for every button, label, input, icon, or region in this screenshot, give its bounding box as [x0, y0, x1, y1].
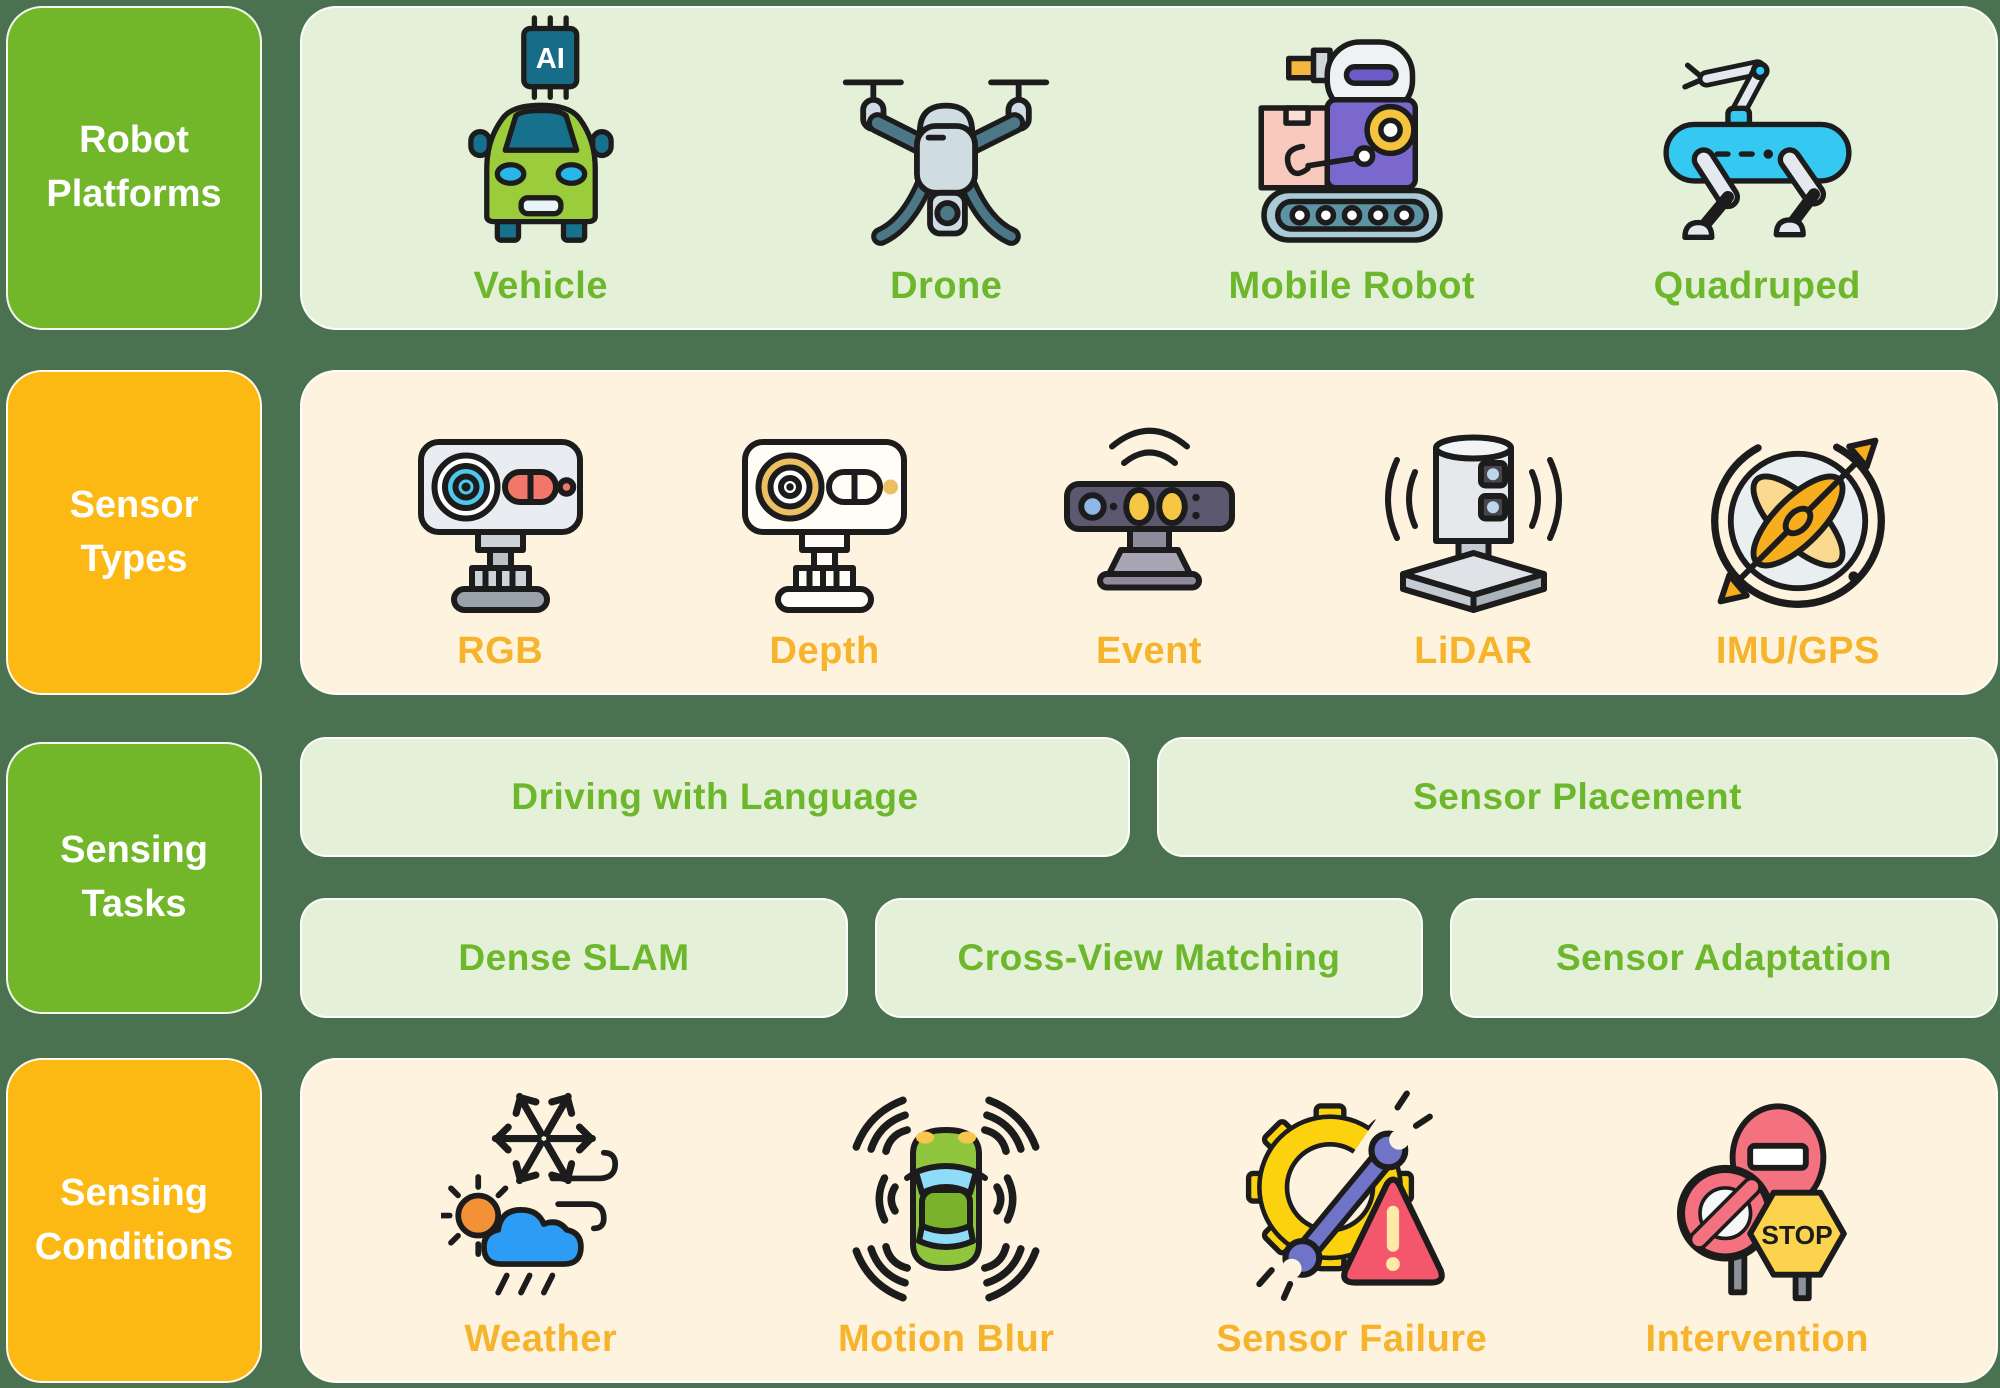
item-label: Motion Blur — [837, 1318, 1055, 1360]
row-label-robot-platforms: Robot Platforms — [6, 6, 262, 330]
sensor-failure-icon — [1244, 1090, 1446, 1301]
event-camera-icon — [1063, 427, 1235, 591]
task-box-cross-view-matching: Cross-View Matching — [875, 898, 1423, 1018]
item-label: RGB — [457, 630, 544, 672]
condition-item-weather: Weather — [338, 1090, 744, 1361]
motion-blur-icon — [841, 1094, 1051, 1304]
item-label: LiDAR — [1414, 630, 1533, 672]
item-label: Quadruped — [1653, 265, 1861, 307]
depth-camera-icon — [742, 439, 908, 613]
ai-chip-text: AI — [535, 43, 564, 75]
task-label: Dense SLAM — [458, 937, 690, 978]
drone-icon — [843, 79, 1050, 246]
task-box-dense-slam: Dense SLAM — [300, 898, 848, 1018]
item-label: Vehicle — [473, 265, 608, 307]
sensor-item-rgb: RGB — [338, 421, 662, 673]
row-label-sensing-tasks: Sensing Tasks — [6, 742, 262, 1014]
stop-sign-text: STOP — [1761, 1220, 1832, 1250]
condition-item-motion-blur: Motion Blur — [744, 1094, 1150, 1361]
intervention-icon: STOP — [1676, 1103, 1847, 1302]
platform-item-quadruped: Quadruped — [1555, 49, 1961, 308]
platform-item-drone: Drone — [744, 62, 1150, 308]
task-box-driving-with-language: Driving with Language — [300, 737, 1130, 857]
task-label: Cross-View Matching — [957, 937, 1341, 978]
condition-item-sensor-failure: Sensor Failure — [1149, 1089, 1555, 1361]
item-label: Depth — [769, 630, 880, 672]
lidar-icon — [1384, 434, 1562, 613]
row-label-sensing-conditions: Sensing Conditions — [6, 1058, 262, 1383]
task-row-top: Driving with Language Sensor Placement — [300, 737, 1998, 857]
weather-icon — [441, 1090, 618, 1296]
quadruped-icon — [1663, 59, 1852, 241]
vehicle-icon: AI — [467, 15, 614, 243]
row-label-text: Sensing Conditions — [34, 1171, 234, 1268]
panel-sensor-types: RGB Depth — [300, 370, 1998, 695]
panel-sensing-conditions: Weather — [300, 1058, 1998, 1383]
task-box-sensor-adaptation: Sensor Adaptation — [1450, 898, 1998, 1018]
row-label-text: Sensor Types — [69, 483, 199, 580]
platform-item-mobile-robot: Mobile Robot — [1149, 31, 1555, 308]
sensor-item-event: Event — [987, 421, 1311, 673]
panel-robot-platforms: AI Vehicle — [300, 6, 1998, 330]
row-label-sensor-types: Sensor Types — [6, 370, 262, 695]
condition-item-intervention: STOP Intervention — [1555, 1099, 1961, 1361]
task-label: Sensor Placement — [1413, 776, 1742, 817]
row-label-text: Sensing Tasks — [60, 829, 208, 925]
item-label: Sensor Failure — [1216, 1318, 1488, 1360]
task-row-bottom: Dense SLAM Cross-View Matching Sensor Ad… — [300, 898, 1998, 1018]
task-label: Sensor Adaptation — [1555, 937, 1893, 978]
mobile-robot-icon — [1258, 39, 1443, 243]
sensor-item-lidar: LiDAR — [1311, 421, 1635, 673]
sensor-item-imu-gps: IMU/GPS — [1636, 426, 1960, 673]
item-label: Mobile Robot — [1228, 265, 1476, 307]
item-label: Weather — [464, 1318, 618, 1360]
item-label: Event — [1096, 630, 1202, 672]
item-label: Intervention — [1645, 1318, 1869, 1360]
task-box-sensor-placement: Sensor Placement — [1157, 737, 1998, 857]
rgb-camera-icon — [417, 439, 583, 613]
row-label-text: Robot Platforms — [46, 119, 222, 215]
item-label: IMU/GPS — [1715, 630, 1880, 672]
sensor-item-depth: Depth — [662, 421, 986, 673]
item-label: Drone — [890, 265, 1003, 307]
platform-item-vehicle: AI Vehicle — [338, 15, 744, 308]
imu-gps-icon — [1710, 434, 1885, 608]
task-label: Driving with Language — [511, 776, 919, 817]
